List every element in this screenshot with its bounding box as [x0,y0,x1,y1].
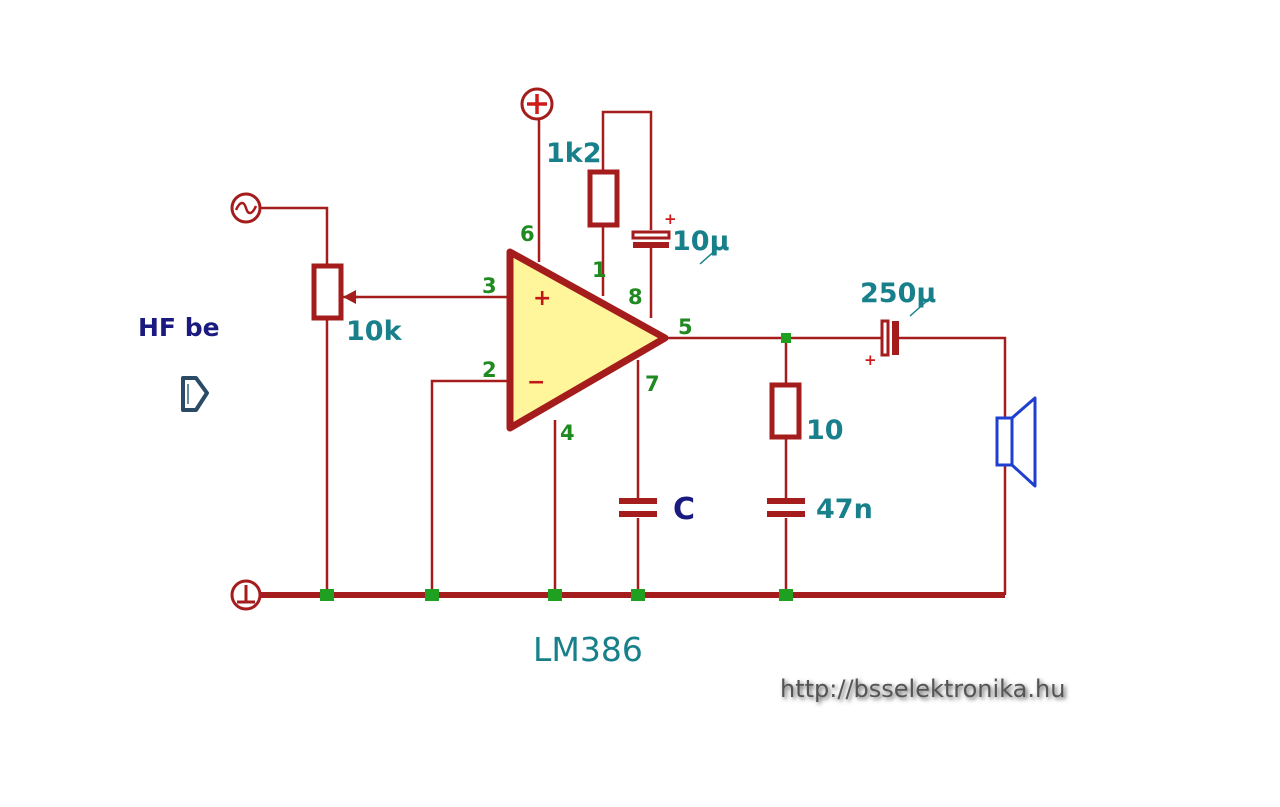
url-shadow: http://bsselektronika.hu [782,677,1067,705]
capacitor-47n [767,498,805,517]
input-jack-icon [181,376,209,412]
capacitor-c-label: C [673,492,695,527]
capacitor-250u-label: 250µ [860,278,936,309]
pin-2-label: 2 [482,358,497,382]
capacitor-47n-label: 47n [816,494,873,525]
resistor-1k2 [587,169,620,228]
capacitor-c [619,498,657,517]
wires [260,110,1007,595]
website-url: http://bsselektronika.hu [780,675,1065,703]
resistor-10 [769,382,802,440]
chip-title: LM386 [533,630,643,669]
minus-input-sign: − [527,370,545,395]
pin-8-label: 8 [628,285,643,309]
capacitor-250u [880,299,929,357]
pin-6-label: 6 [520,222,535,246]
pin-7-label: 7 [645,372,660,396]
polarity-mark-10u: + [664,210,677,228]
supply-terminal [520,87,554,121]
polarity-mark-250u: + [864,351,877,369]
plus-input-sign: + [533,286,551,311]
ground-terminal [230,579,262,611]
speaker-icon [995,396,1037,488]
input-label: HF be [138,313,220,342]
capacitor-10u-label: 10µ [672,226,730,257]
junction-nodes [320,333,793,601]
pin-4-label: 4 [560,421,575,445]
lm386-amplifier [506,248,669,432]
pin-5-label: 5 [678,315,693,339]
pin-1-label: 1 [592,258,607,282]
pin-3-label: 3 [482,274,497,298]
resistor-10-label: 10 [806,415,844,446]
capacitor-10u [631,230,719,265]
potentiometer [311,263,358,321]
resistor-1k2-label: 1k2 [546,138,602,169]
potentiometer-label: 10k [346,316,403,347]
signal-terminal [230,192,262,224]
